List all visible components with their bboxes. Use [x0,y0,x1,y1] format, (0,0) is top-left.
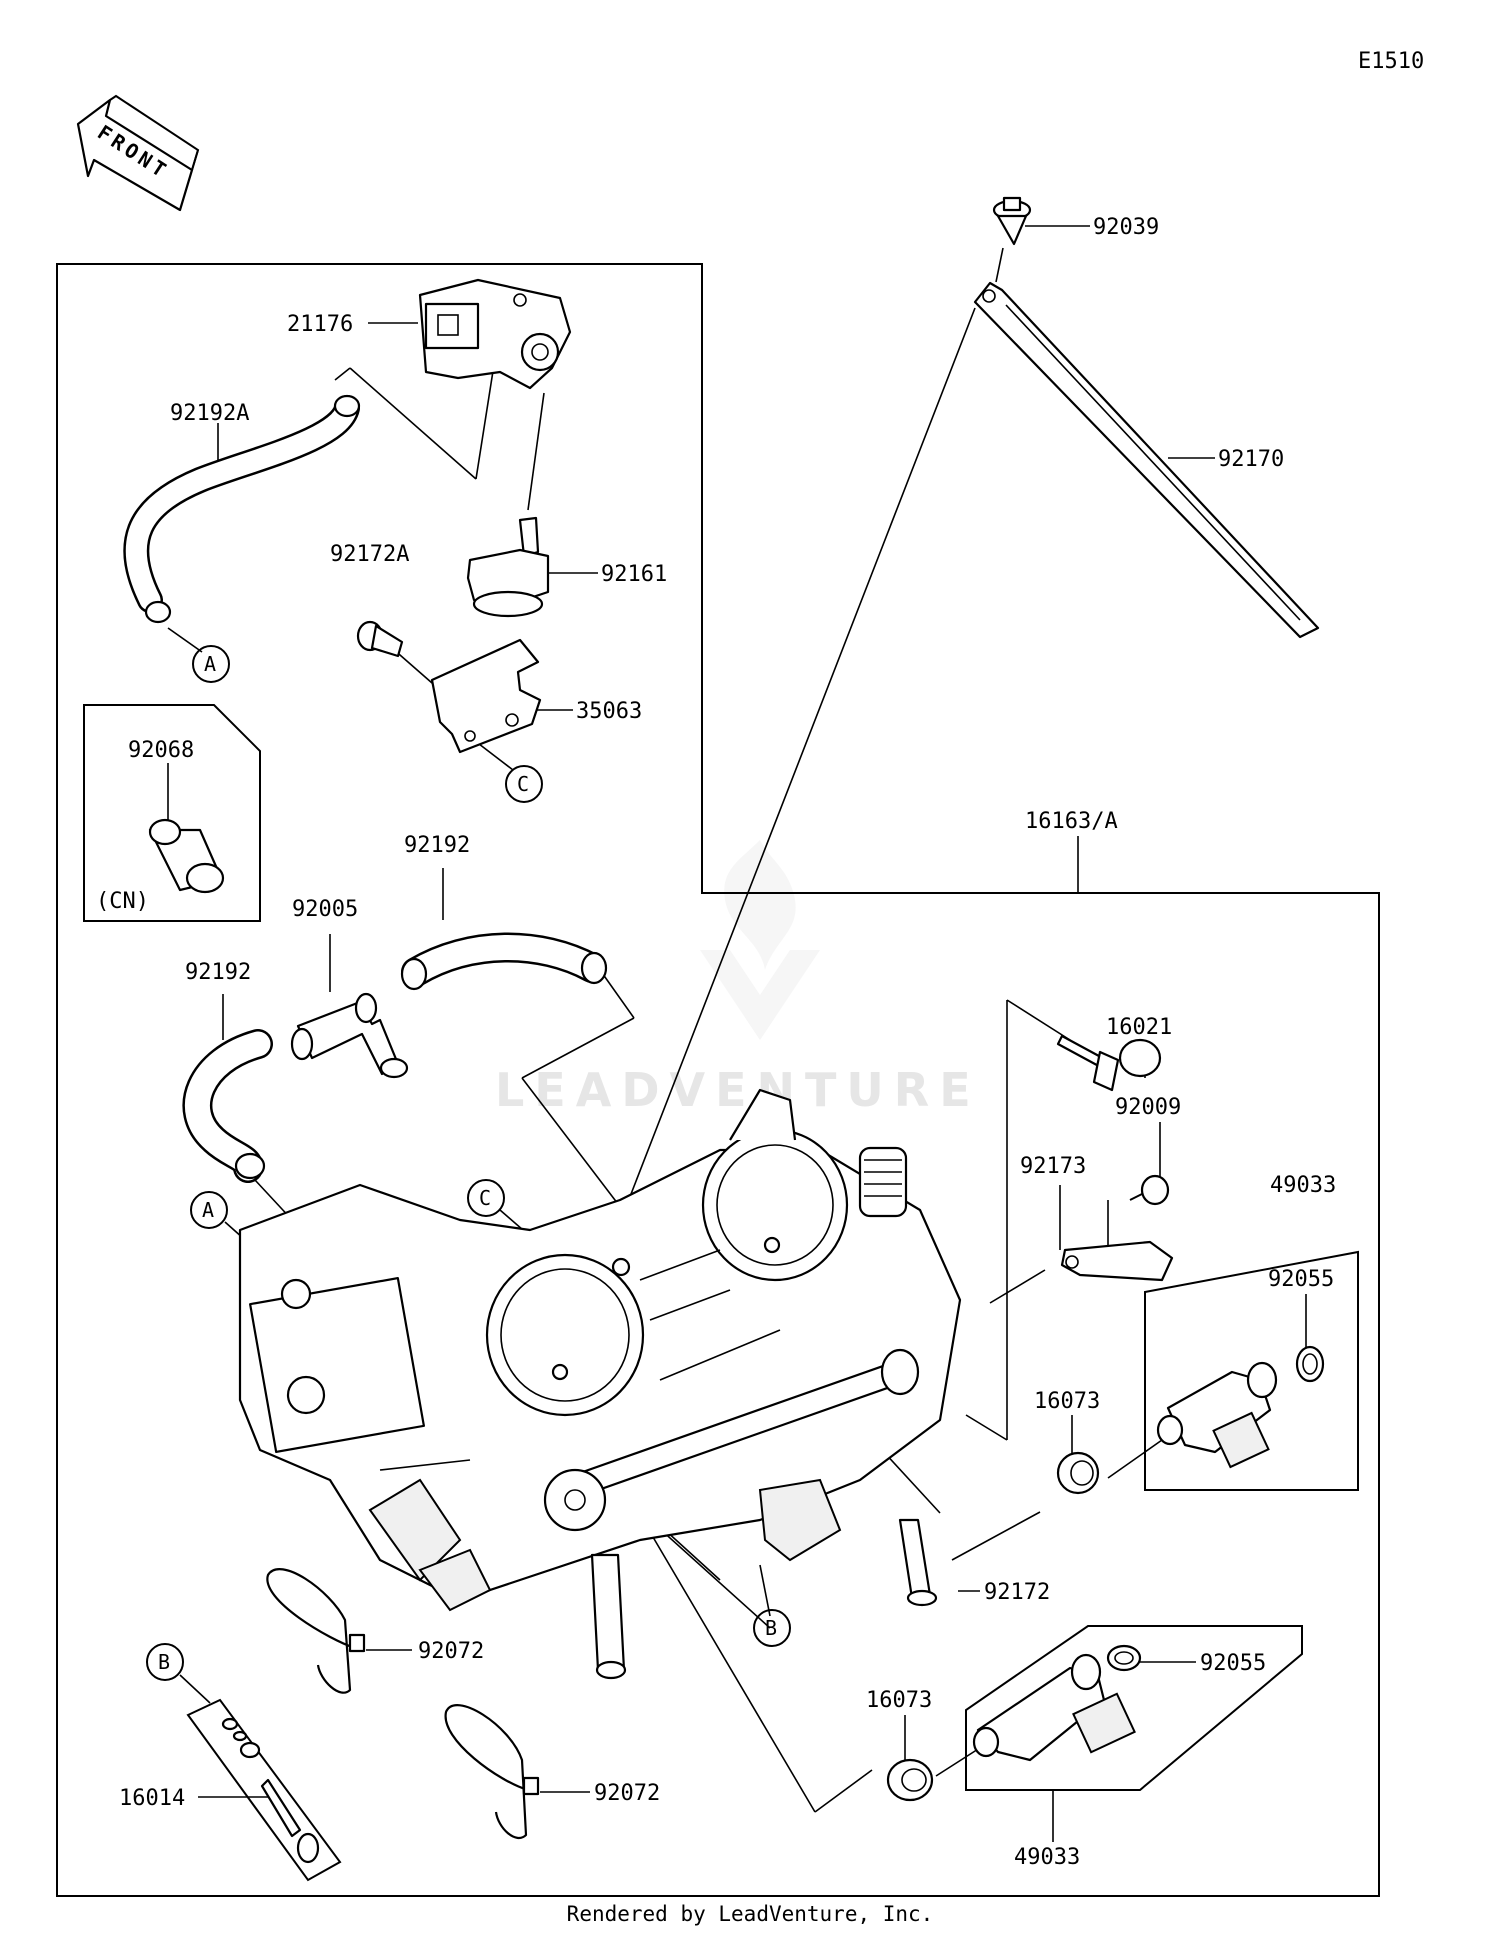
label-16163A: 16163/A [1025,809,1118,834]
label-92055-top: 92055 [1268,1267,1334,1292]
label-92039: 92039 [1093,215,1159,240]
label-92173: 92173 [1020,1154,1086,1179]
callout-a-upper: A [192,645,230,683]
label-49033-top: 49033 [1270,1173,1336,1198]
label-21176: 21176 [287,312,353,337]
svg-text:C: C [479,1186,491,1210]
callout-b-left: B [146,1643,184,1681]
diagram-code: E1510 [1358,49,1424,74]
label-49033-bottom: 49033 [1014,1845,1080,1870]
label-35063: 35063 [576,699,642,724]
cable-tie-92072-b [444,1704,540,1839]
svg-text:A: A [204,652,216,676]
screw-kit-16014 [186,1698,342,1882]
label-92192A: 92192A [170,401,249,426]
hose-92192-top [400,932,608,991]
callout-c-lower: C [467,1179,505,1217]
watermark-text: LEADVENTURE [495,1063,981,1117]
label-92055-bottom: 92055 [1200,1651,1266,1676]
oring-92055-top [1295,1345,1325,1383]
oring-92055-bottom [1106,1644,1142,1672]
footer-credit: Rendered by LeadVenture, Inc. [566,1902,934,1926]
clip-92039 [992,196,1032,246]
front-arrow-icon: FRONT [76,94,200,212]
callout-c-upper: C [505,765,543,803]
svg-text:B: B [158,1650,170,1674]
bracket-35063 [430,638,542,754]
label-cn: (CN) [96,889,149,914]
cn-inset-frame [83,704,261,922]
label-92009: 92009 [1115,1095,1181,1120]
label-16073-bottom: 16073 [866,1688,932,1713]
strap-92170 [973,281,1320,639]
screw-16021 [1056,1034,1162,1092]
label-92192-top: 92192 [404,833,470,858]
label-92161: 92161 [601,562,667,587]
screw-92009 [1129,1174,1170,1206]
injector-bottom-frame [965,1625,1303,1791]
callout-b-lower-right: B [753,1609,791,1647]
grommet-92161 [466,516,550,618]
main-frame [56,263,1380,1897]
seal-16073-top [1056,1451,1100,1495]
label-92170: 92170 [1218,447,1284,472]
cable-tie-92072-a [266,1568,366,1694]
svg-text:C: C [517,772,529,796]
label-92072-b: 92072 [594,1781,660,1806]
injector-49033-top [1156,1361,1278,1469]
screw-92172A [356,620,404,658]
watermark-logo [700,840,820,1040]
hose-92192A [123,394,361,624]
injector-top-frame [1144,1250,1359,1491]
injector-49033-bottom [972,1653,1136,1762]
clamp-92173 [1060,1240,1174,1282]
tjoint-92005 [290,992,409,1079]
label-92068: 92068 [128,738,194,763]
cap-92068 [148,818,225,894]
label-92172: 92172 [984,1580,1050,1605]
throttle-body-assembly [238,1088,962,1680]
label-16073-top: 16073 [1034,1389,1100,1414]
svg-text:B: B [765,1616,777,1640]
label-16014: 16014 [119,1786,185,1811]
label-16021: 16021 [1106,1015,1172,1040]
hose-92192-left [182,1029,273,1183]
label-92172A: 92172A [330,542,409,567]
sensor-21176 [418,278,572,390]
callout-a-lower: A [190,1191,228,1229]
seal-16073-bottom [886,1758,934,1802]
label-92005: 92005 [292,897,358,922]
svg-text:A: A [202,1198,214,1222]
label-92072-a: 92072 [418,1639,484,1664]
label-92192-left: 92192 [185,960,251,985]
